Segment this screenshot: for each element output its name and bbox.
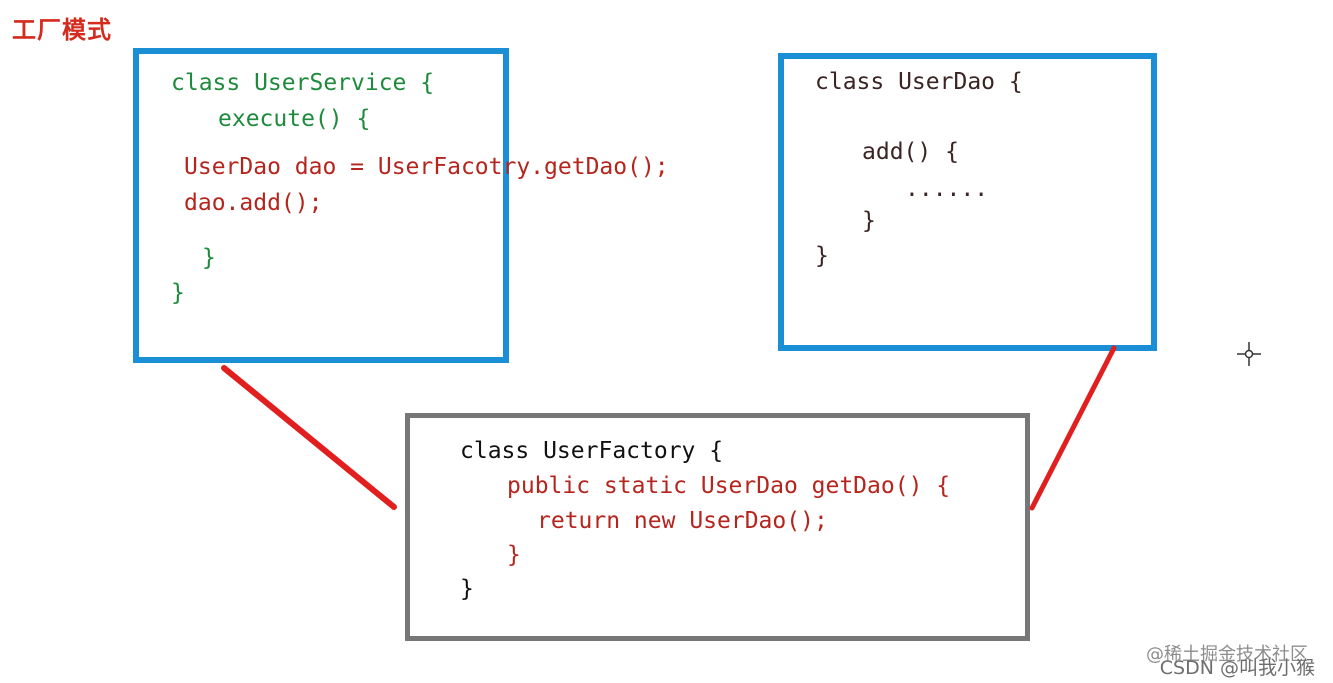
user-dao-method-line: add() { [862,139,959,165]
user-service-outer-close: } [171,280,185,306]
user-service-execute-line: execute() { [218,106,371,132]
dao-factory-connector [1029,345,1117,511]
watermark-csdn: CSDN @叫我小猴 [1159,657,1315,679]
user-dao-class-line: class UserDao { [815,69,1023,95]
user-dao-body-line: ...... [905,176,989,202]
user-dao-class-close: } [815,243,829,269]
diagram-title: 工厂模式 [12,16,112,44]
user-service-box [133,48,509,363]
user-service-add-line: dao.add(); [184,190,323,216]
user-dao-method-close: } [862,208,876,234]
user-service-inner-close: } [202,245,216,271]
user-factory-class-close: } [460,576,474,602]
user-service-class-line: class UserService { [171,70,435,96]
user-factory-class-line: class UserFactory { [460,438,724,464]
user-service-dao-line: UserDao dao = UserFacotry.getDao(); [184,154,669,180]
watermark-juejin: @稀土掘金技术社区 [1146,644,1308,665]
crosshair-icon [1237,342,1261,366]
user-factory-box [405,413,1030,641]
user-factory-return-line: return new UserDao(); [537,508,828,534]
user-dao-box [778,53,1157,351]
service-factory-connector [221,365,397,510]
user-factory-method-close: } [507,542,521,568]
user-factory-method-line: public static UserDao getDao() { [507,473,951,499]
